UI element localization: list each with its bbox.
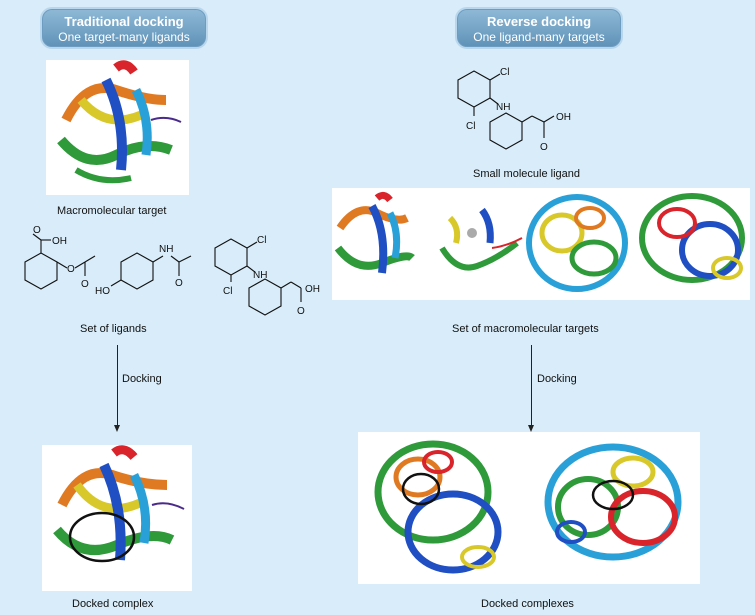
reverse-docking-header: Reverse docking One ligand-many targets (455, 7, 623, 49)
aspirin-structure: O OH O O (24, 225, 96, 290)
docked-complex-label: Docked complex (72, 598, 154, 610)
diclofenac-left-nh: NH (253, 270, 267, 281)
diclofenac-structure-right: Cl Cl NH OH O (457, 67, 571, 153)
left-docking-arrow-shaft (117, 345, 118, 425)
binding-site-circle-2 (591, 479, 635, 511)
paracetamol-ho: HO (95, 286, 110, 297)
traditional-docking-header: Traditional docking One target-many liga… (40, 7, 208, 49)
diclofenac-left-cl-top: Cl (257, 235, 266, 246)
binding-site-circle-1 (401, 472, 441, 506)
reverse-docking-subtitle: One ligand-many targets (473, 30, 605, 44)
paracetamol-nh: NH (159, 244, 173, 255)
small-molecule-ligand-label: Small molecule ligand (473, 168, 580, 180)
paracetamol-oxygen: O (175, 278, 183, 289)
macromolecular-target-label: Macromolecular target (57, 205, 167, 217)
diclofenac-right-oh: OH (556, 112, 571, 123)
docked-complexes-illustration (374, 440, 682, 574)
macromolecular-targets-image (332, 188, 750, 300)
docked-complex-image (42, 445, 192, 591)
binding-site-circle (68, 511, 136, 563)
left-docking-step-label: Docking (122, 373, 162, 385)
aspirin-carbonyl-oxygen: O (81, 279, 89, 290)
traditional-docking-subtitle: One target-many ligands (58, 30, 190, 44)
aspirin-ester-oxygen: O (67, 264, 75, 275)
paracetamol-structure: HO NH O (95, 244, 192, 297)
diclofenac-right-cl-top: Cl (500, 67, 509, 78)
reverse-docking-title: Reverse docking (486, 14, 592, 29)
target-protein-2 (439, 207, 523, 271)
protein-ribbon-illustration (57, 60, 182, 184)
protein-targets-illustration (334, 191, 745, 292)
diclofenac-left-oxygen: O (297, 306, 305, 317)
traditional-docking-title: Traditional docking (64, 14, 184, 29)
diclofenac-left-oh: OH (305, 284, 320, 295)
macromolecular-target-image (46, 60, 189, 195)
docked-complex-illustration (53, 445, 185, 563)
diclofenac-right-nh: NH (496, 102, 510, 113)
diclofenac-left-cl-bottom: Cl (223, 286, 232, 297)
diclofenac-structure-left: Cl Cl NH OH O (214, 235, 320, 317)
right-docking-arrow-head (528, 425, 534, 432)
right-docking-step-label: Docking (537, 373, 577, 385)
target-protein-3 (526, 194, 628, 292)
aspirin-oh: OH (52, 236, 67, 247)
docked-complex-2 (544, 443, 682, 561)
docked-complexes-label: Docked complexes (481, 598, 574, 610)
docked-complexes-image (358, 432, 700, 584)
aspirin-oxygen: O (33, 225, 41, 236)
diclofenac-right-cl-bottom: Cl (466, 121, 475, 132)
diclofenac-right-oxygen: O (540, 142, 548, 153)
docked-complex-1 (374, 440, 502, 574)
set-of-macromolecular-targets-label: Set of macromolecular targets (452, 323, 599, 335)
target-protein-4 (639, 193, 745, 283)
right-docking-arrow-shaft (531, 345, 532, 425)
left-docking-arrow-head (114, 425, 120, 432)
set-of-ligands-label: Set of ligands (80, 323, 147, 335)
target-protein-1 (334, 191, 415, 274)
